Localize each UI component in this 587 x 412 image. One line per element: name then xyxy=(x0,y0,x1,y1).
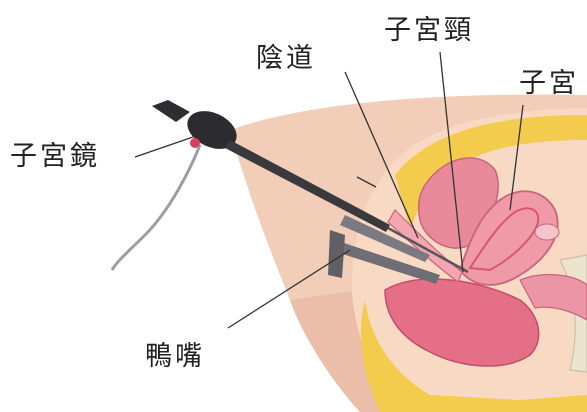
hysteroscope-eyepiece xyxy=(152,100,190,122)
light-cable xyxy=(112,145,200,270)
label-speculum: 鴨嘴 xyxy=(145,343,205,370)
leader-hysteroscope xyxy=(135,137,193,157)
label-uterus: 子宮 xyxy=(519,70,579,97)
light-port xyxy=(190,138,200,148)
speculum-handle xyxy=(328,230,345,278)
label-vagina: 陰道 xyxy=(256,45,316,72)
label-cervix: 子宮頸 xyxy=(384,17,474,44)
label-hysteroscope: 子宮鏡 xyxy=(10,143,100,170)
ovary xyxy=(535,224,559,240)
